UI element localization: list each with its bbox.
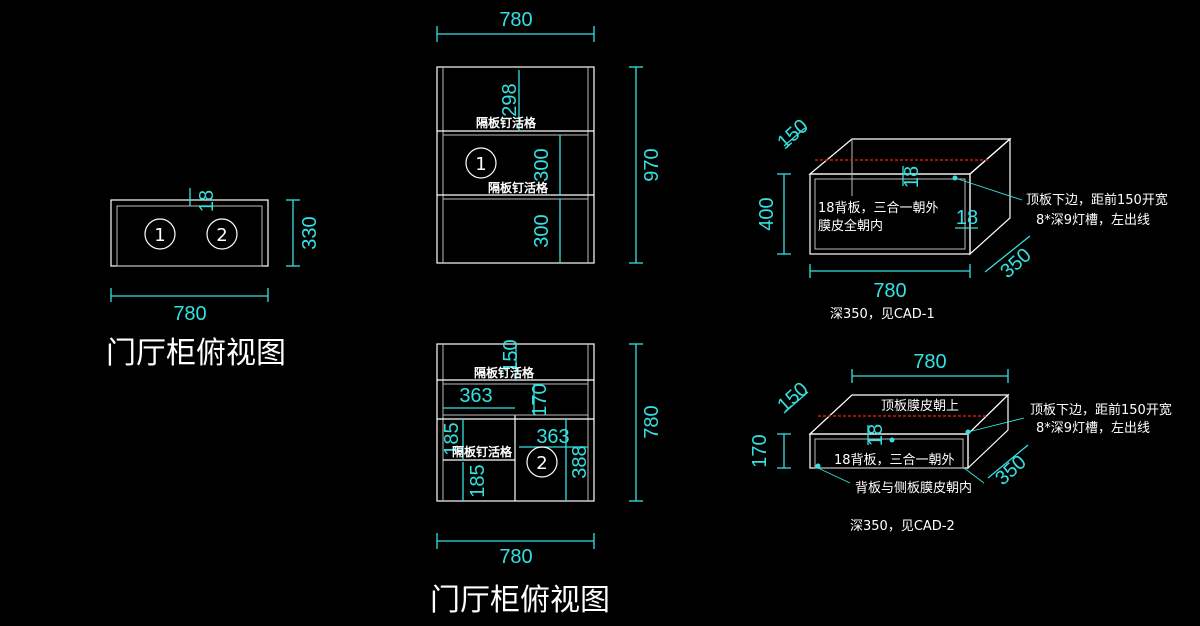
- elevation-2-title: 门厅柜俯视图: [430, 583, 610, 618]
- e1-shelf-label-1: 隔板钉活格: [476, 115, 537, 130]
- e1-marker-label: 1: [475, 154, 486, 175]
- dim-18-label: 18: [196, 190, 218, 212]
- iso1-caption: 深350，见CAD-1: [830, 307, 935, 322]
- elevation-1: 780 970 298 300 300 隔板钉活格 隔板钉活格 1: [436, 9, 663, 264]
- top-view: 1 2 18 780 330 门厅柜俯视图: [106, 188, 321, 371]
- top-view-outline: [110, 199, 269, 267]
- iso2-dim-150: 150: [773, 378, 813, 417]
- iso2-top-label: 顶板膜皮朝上: [881, 399, 959, 414]
- iso2-dim-170: 170: [749, 434, 771, 467]
- e2-shelf-label-1: 隔板钉活格: [474, 365, 535, 380]
- iso2-dim-18: 18: [865, 424, 887, 446]
- top-view-inner: [116, 205, 263, 267]
- e2-shelf-label-2: 隔板钉活格: [452, 444, 513, 459]
- iso2-dim-780: 780: [913, 351, 946, 373]
- iso1-note-right-1: 顶板下边，距前150开宽: [1026, 192, 1168, 208]
- dim-e2-left-lower-b: 185: [467, 464, 489, 497]
- iso1-side: [969, 137, 1011, 256]
- marker-1-label: 1: [154, 225, 165, 246]
- top-view-title: 门厅柜俯视图: [106, 336, 286, 371]
- dim-width-label: 780: [173, 303, 206, 325]
- iso2-note-right-1: 顶板下边，距前150开宽: [1030, 402, 1172, 418]
- iso1-note-right-2: 8*深9灯槽，左出线: [1036, 213, 1150, 228]
- iso2-side: [967, 393, 1009, 470]
- e2-marker-circle: [526, 446, 558, 478]
- iso-cabinet-2: 顶板膜皮朝上 780 150 170 18 350 18背板，三合一朝外 背板与…: [749, 351, 1172, 534]
- e1-shelf-label-2: 隔板钉活格: [488, 180, 549, 195]
- iso2-caption: 深350，见CAD-2: [850, 519, 955, 534]
- dim-e1-height-label: 970: [641, 148, 663, 181]
- iso1-dim-150: 150: [773, 115, 813, 154]
- dim-e2-right-width: 363: [536, 426, 569, 448]
- marker-circle-2: [206, 218, 238, 250]
- iso2-note-right-2: 8*深9灯槽，左出线: [1036, 421, 1150, 436]
- iso1-note-left-1: 18背板，三合一朝外: [818, 201, 939, 216]
- iso2-note-back-1: 18背板，三合一朝外: [834, 453, 955, 468]
- dim-e2-right-height: 388: [569, 445, 591, 478]
- marker-2-label: 2: [216, 225, 227, 246]
- marker-circle-1: [144, 218, 176, 250]
- iso1-dim-18a: 18: [901, 166, 923, 188]
- iso1-dim-350: 350: [996, 244, 1036, 283]
- dim-e2-left-lower-a: 185: [441, 422, 463, 455]
- dim-e2-left-upper: 170: [529, 383, 551, 416]
- iso1-note-left-2: 膜皮全朝内: [818, 218, 883, 234]
- iso2-dim-350: 350: [991, 451, 1031, 490]
- dim-e1-shelf-2: 300: [531, 148, 553, 181]
- elevation-1-outline: [436, 66, 595, 264]
- e1-marker-circle: [465, 147, 497, 179]
- iso1-dim-18b: 18: [956, 207, 978, 229]
- dim-e1-shelf-1: 298: [499, 83, 521, 116]
- dim-e2-width-label: 780: [499, 546, 532, 568]
- dim-e1-shelf-3: 300: [531, 214, 553, 247]
- iso1-dim-780: 780: [873, 280, 906, 302]
- dim-e2-left-width: 363: [459, 385, 492, 407]
- elevation-2: 780 780 150 363 170 363 185 185 388 隔板钉活…: [430, 339, 663, 618]
- iso1-dim-400: 400: [756, 197, 778, 230]
- dim-e2-height-label: 780: [641, 405, 663, 438]
- dim-e1-width-label: 780: [499, 9, 532, 31]
- iso-cabinet-1: 150 400 780 350 18 18 18背板，三合一朝外 膜皮全朝内 顶…: [756, 115, 1168, 322]
- e2-marker-label: 2: [536, 453, 547, 474]
- dim-e2-top-shelf: 150: [500, 339, 522, 372]
- dim-depth-label: 330: [299, 216, 321, 249]
- iso2-note-back-2: 背板与侧板膜皮朝内: [855, 480, 972, 496]
